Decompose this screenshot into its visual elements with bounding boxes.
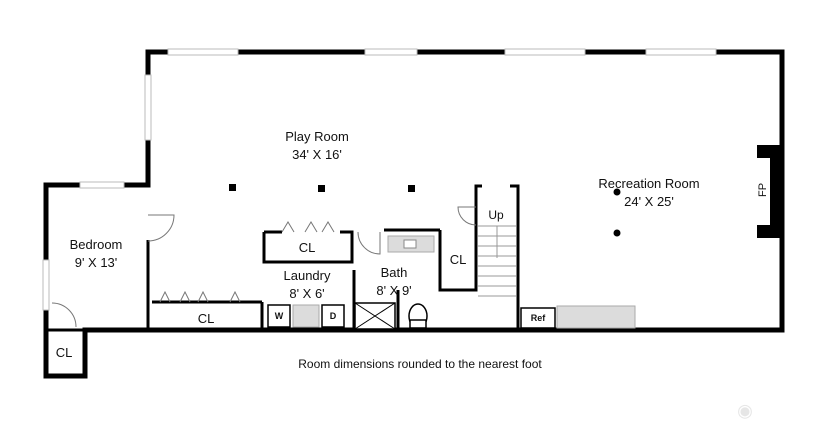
dryer-label: D [329, 311, 337, 321]
washer-label: W [274, 311, 284, 321]
recreation-room-name: Recreation Room [598, 176, 700, 191]
shower-x2 [354, 302, 396, 330]
laundry-sink [292, 304, 320, 328]
recreation-room-label: Recreation Room 24' X 25' [598, 175, 699, 211]
play-room-name: Play Room [285, 129, 349, 144]
dryer [321, 304, 345, 328]
long-closet-label: CL [197, 311, 215, 326]
bedroom-dims: 9' X 13' [74, 255, 118, 270]
fridge-label: Ref [530, 313, 546, 323]
play-room-dims: 34' X 16' [292, 147, 342, 162]
stair-closet-label: CL [449, 252, 467, 267]
interior-walls [46, 184, 520, 332]
door-swings [51, 206, 477, 328]
bath-label: Bath 8' X 9' [376, 264, 411, 300]
laundry-name: Laundry [283, 268, 331, 283]
windows [42, 48, 717, 311]
bedroom-label: Bedroom 9' X 13' [70, 236, 123, 272]
camera-logo-icon: ◉ [737, 400, 753, 421]
recreation-room-dims: 24' X 25' [624, 194, 674, 209]
laundry-closet-label: CL [298, 240, 316, 255]
kitchenette-counter [556, 305, 636, 329]
caption: Room dimensions rounded to the nearest f… [298, 357, 542, 371]
washer [267, 304, 291, 328]
fireplace [757, 145, 782, 238]
bath-dims: 8' X 9' [376, 283, 412, 298]
fridge [520, 307, 556, 329]
sink-basin [403, 239, 417, 249]
posts [229, 184, 621, 237]
stairs-up-label: Up [488, 208, 504, 222]
play-room-label: Play Room 34' X 16' [285, 128, 349, 164]
laundry-label: Laundry 8' X 6' [284, 267, 331, 303]
bedroom-name: Bedroom [69, 237, 123, 252]
bedroom-closet-label: CL [55, 345, 73, 360]
toilet-tank [409, 319, 427, 329]
fireplace-label: FP [757, 182, 769, 198]
bath-name: Bath [380, 265, 408, 280]
stairs [478, 225, 516, 297]
laundry-dims: 8' X 6' [289, 286, 325, 301]
